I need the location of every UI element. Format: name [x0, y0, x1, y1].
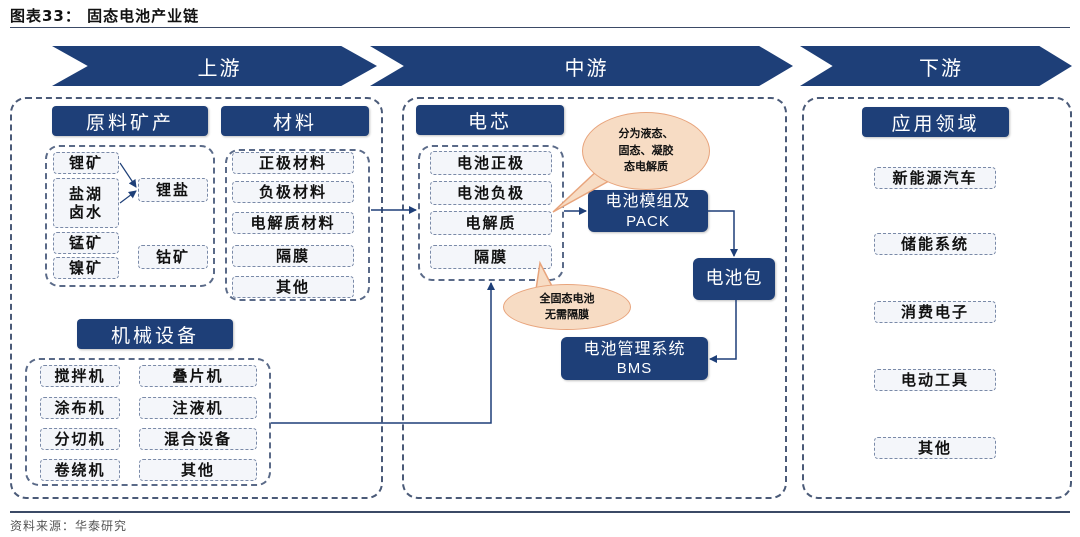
- material-separator: 隔膜: [232, 245, 354, 267]
- callout-electrolyte-line: 固态、凝胶: [618, 143, 674, 157]
- equipment-stacker: 叠片机: [139, 365, 257, 387]
- equipment-injector: 注液机: [139, 397, 257, 419]
- application-nev: 新能源汽车: [874, 167, 996, 189]
- raw-minerals-header: 原料矿产: [52, 106, 208, 136]
- mineral-salt-lake-brine: 盐湖卤水: [53, 178, 119, 228]
- footer-divider: [10, 511, 1070, 513]
- bms-line2: BMS: [616, 360, 653, 378]
- stage-downstream: 下游: [800, 46, 1072, 86]
- materials-header: 材料: [221, 106, 369, 136]
- downstream-panel: [802, 97, 1072, 499]
- equipment-mixer: 搅拌机: [40, 365, 120, 387]
- equipment-mixing: 混合设备: [139, 428, 257, 450]
- bms-line1: 电池管理系统: [583, 338, 686, 358]
- application-power-tools: 电动工具: [874, 369, 996, 391]
- callout-separator-line: 全固态电池: [539, 291, 595, 305]
- application-other: 其他: [874, 437, 996, 459]
- cell-electrolyte: 电解质: [430, 211, 552, 235]
- stage-midstream-label: 中游: [564, 55, 609, 80]
- mineral-salt-lake-brine-label: 盐湖卤水: [68, 185, 103, 221]
- equipment-coater: 涂布机: [40, 397, 120, 419]
- module-pack-line1: 电池模组及: [605, 191, 691, 211]
- material-anode: 负极材料: [232, 181, 354, 203]
- source-note: 资料来源：华泰研究: [10, 519, 128, 533]
- mineral-lithium-ore: 锂矿: [53, 152, 119, 174]
- equipment-header: 机械设备: [77, 319, 233, 349]
- applications-header: 应用领域: [862, 107, 1009, 137]
- stage-upstream: 上游: [52, 46, 377, 86]
- cell-group: [418, 145, 564, 281]
- stage-downstream-label: 下游: [919, 55, 963, 80]
- application-energy-storage: 储能系统: [874, 233, 996, 255]
- material-other: 其他: [232, 276, 354, 298]
- product-cobalt-ore: 钴矿: [138, 245, 208, 269]
- equipment-slitter: 分切机: [40, 428, 120, 450]
- module-pack-line2: PACK: [626, 212, 670, 230]
- callout-separator: 全固态电池 无需隔膜: [503, 284, 631, 330]
- module-pack-box: 电池模组及 PACK: [588, 190, 708, 232]
- battery-pack-label: 电池包: [705, 267, 763, 289]
- equipment-group: [25, 358, 271, 486]
- equipment-winder: 卷绕机: [40, 459, 120, 481]
- battery-pack-box: 电池包: [693, 258, 775, 300]
- bms-box: 电池管理系统 BMS: [561, 337, 708, 380]
- callout-electrolyte-line: 分为液态、: [618, 127, 674, 141]
- callout-separator-line: 无需隔膜: [545, 308, 589, 321]
- cell-cathode: 电池正极: [430, 151, 552, 175]
- title-divider: [10, 27, 1070, 28]
- stage-midstream: 中游: [370, 46, 793, 86]
- callout-electrolyte: 分为液态、 固态、凝胶 态电解质: [582, 112, 710, 190]
- cell-header: 电芯: [416, 105, 564, 135]
- cell-separator: 隔膜: [430, 245, 552, 269]
- callout-electrolyte-line: 态电解质: [624, 160, 668, 174]
- application-consumer-electronics: 消费电子: [874, 301, 996, 323]
- mineral-nickel-ore: 镍矿: [53, 257, 119, 279]
- cell-anode: 电池负极: [430, 181, 552, 205]
- equipment-other: 其他: [139, 459, 257, 481]
- product-lithium-salt: 锂盐: [138, 178, 208, 202]
- raw-minerals-group: [45, 145, 215, 287]
- mineral-manganese-ore: 锰矿: [53, 232, 119, 254]
- stage-upstream-label: 上游: [197, 55, 242, 80]
- material-electrolyte: 电解质材料: [232, 212, 354, 234]
- figure-title: 图表33： 固态电池产业链: [10, 7, 200, 25]
- material-cathode: 正极材料: [232, 152, 354, 174]
